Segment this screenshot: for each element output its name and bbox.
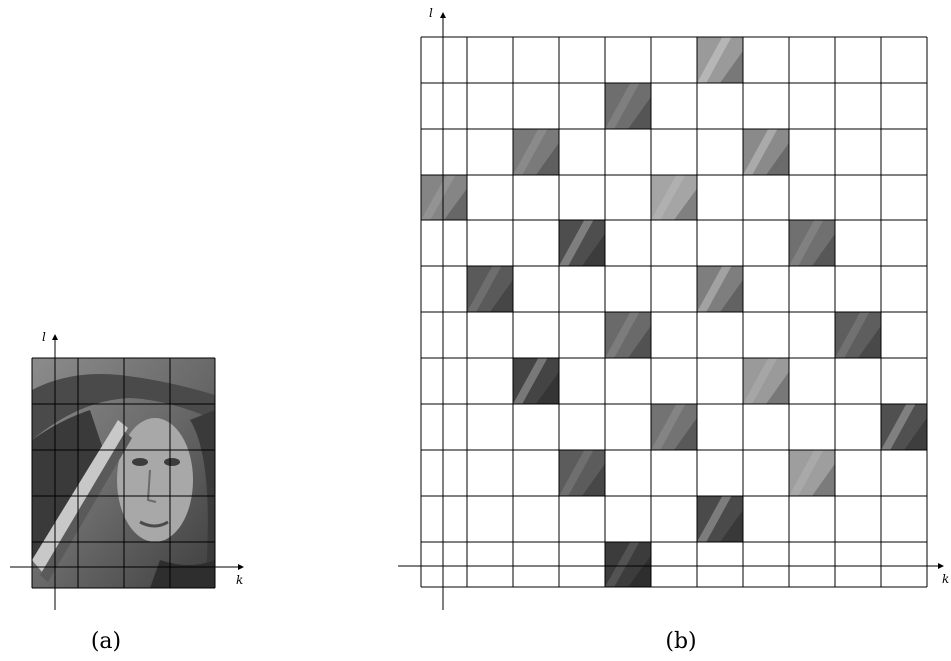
image-patch-tile xyxy=(789,220,835,266)
image-patch-tile xyxy=(743,358,789,404)
image-patch-tile xyxy=(605,312,651,358)
y-axis-arrow-b xyxy=(440,12,446,18)
image-patch-tile xyxy=(559,220,605,266)
y-axis-label-b: l xyxy=(429,6,433,20)
x-axis-arrow-b xyxy=(938,563,944,569)
y-axis-arrow-a xyxy=(52,334,58,340)
image-patch-tile xyxy=(605,83,651,129)
image-patch-tile xyxy=(605,542,651,587)
image-patch-tile xyxy=(513,129,559,175)
image-patch-tile xyxy=(789,450,835,496)
image-patch-tile xyxy=(467,266,513,312)
caption-a: (a) xyxy=(91,629,121,654)
image-patch-tile xyxy=(559,450,605,496)
y-axis-label-a: l xyxy=(42,330,46,344)
grid-b xyxy=(421,37,927,587)
image-patch-tile xyxy=(835,312,881,358)
panel-a: k l (a) xyxy=(10,330,244,654)
x-axis-label-b: k xyxy=(942,572,949,586)
image-patch-tile xyxy=(697,37,743,83)
x-axis-arrow-a xyxy=(238,564,244,570)
image-patch-tile xyxy=(697,496,743,542)
image-patch-tile xyxy=(651,404,697,450)
image-patch-tile xyxy=(743,129,789,175)
panel-b: k l (b) xyxy=(398,6,949,654)
image-patch-tile xyxy=(513,358,559,404)
x-axis-label-a: k xyxy=(236,573,243,587)
image-patch-tile xyxy=(697,266,743,312)
image-patch-tile xyxy=(421,175,467,220)
image-patch-tile xyxy=(651,175,697,220)
caption-b: (b) xyxy=(665,629,696,654)
image-patch-tile xyxy=(881,404,927,450)
